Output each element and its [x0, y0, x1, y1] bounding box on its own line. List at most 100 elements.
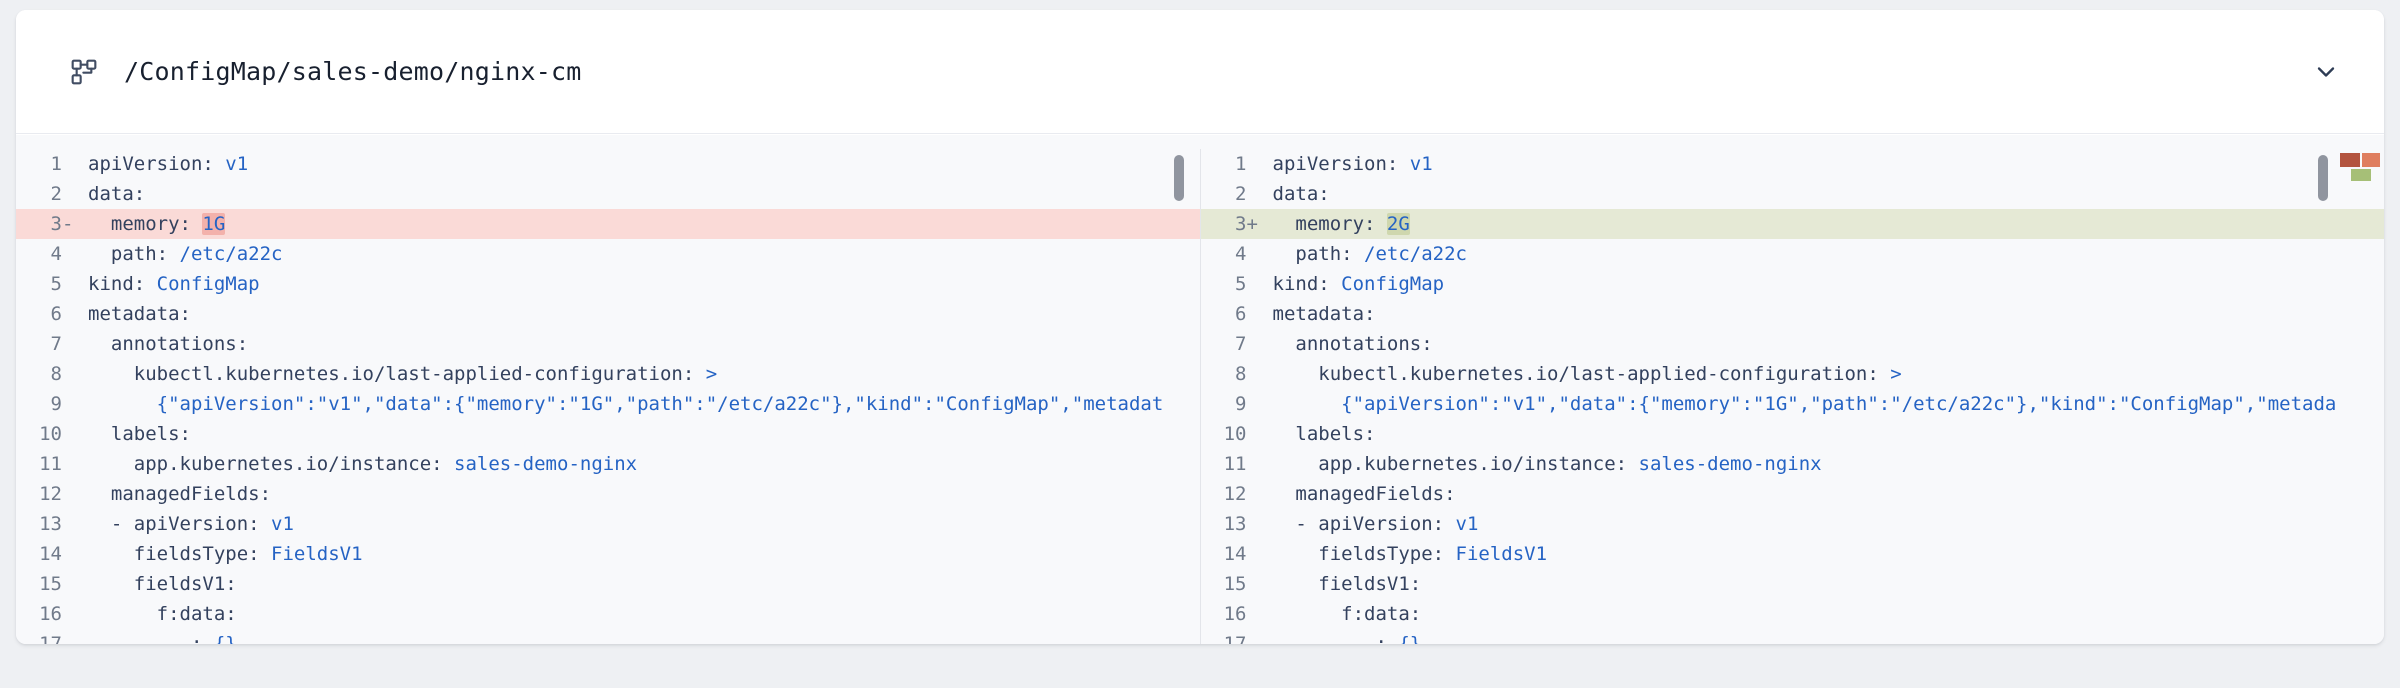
diff-sign [1247, 269, 1273, 299]
code-line-7[interactable]: 7 annotations: [1201, 329, 2385, 359]
line-number: 15 [39, 573, 62, 595]
code-line-4[interactable]: 4 path: /etc/a22c [16, 239, 1200, 269]
diff-sign [62, 179, 88, 209]
line-content: app.kubernetes.io/instance: sales-demo-n… [88, 453, 638, 475]
line-content: {"apiVersion":"v1","data":{"memory":"1G"… [1272, 393, 2337, 415]
line-number: 16 [39, 603, 62, 625]
code-line-16[interactable]: 16 f:data: [1201, 599, 2385, 629]
line-number: 2 [1235, 183, 1247, 205]
line-content: managedFields: [1272, 483, 1456, 505]
code-line-1[interactable]: 1 apiVersion: v1 [16, 149, 1200, 179]
code-line-16[interactable]: 16 f:data: [16, 599, 1200, 629]
line-content: apiVersion: v1 [88, 153, 249, 175]
line-number: 2 [50, 183, 62, 205]
diff-sign [1247, 509, 1273, 539]
line-number: 17 [39, 633, 62, 644]
line-content: kubectl.kubernetes.io/last-applied-confi… [88, 363, 718, 385]
chevron-down-icon [2312, 58, 2340, 86]
diff-sign [1247, 629, 1273, 644]
diff-sign: + [1246, 213, 1258, 235]
code-line-4[interactable]: 4 path: /etc/a22c [1201, 239, 2385, 269]
line-content: kubectl.kubernetes.io/last-applied-confi… [1272, 363, 1902, 385]
line-content: memory: 2G [1272, 213, 1410, 235]
code-line-8[interactable]: 8 kubectl.kubernetes.io/last-applied-con… [1201, 359, 2385, 389]
code-line-13[interactable]: 13 - apiVersion: v1 [16, 509, 1200, 539]
code-line-12[interactable]: 12 managedFields: [16, 479, 1200, 509]
line-content: managedFields: [88, 483, 272, 505]
diff-sign [62, 599, 88, 629]
code-line-10[interactable]: 10 labels: [16, 419, 1200, 449]
line-content: labels: [1272, 423, 1376, 445]
line-content: path: /etc/a22c [88, 243, 283, 265]
code-line-17[interactable]: 17 .: {} [1201, 629, 2385, 644]
line-content: fieldsV1: [1272, 573, 1422, 595]
line-number: 3 [50, 213, 62, 235]
line-number: 11 [39, 453, 62, 475]
code-line-11[interactable]: 11 app.kubernetes.io/instance: sales-dem… [16, 449, 1200, 479]
diff-sign [1247, 539, 1273, 569]
diff-sign [62, 509, 88, 539]
overview-removed-mark [2340, 153, 2360, 167]
configmap-diff-card: /ConfigMap/sales-demo/nginx-cm 1 apiVersi… [16, 10, 2384, 644]
line-number: 7 [1235, 333, 1247, 355]
line-number: 12 [1223, 483, 1247, 505]
diff-sign [62, 569, 88, 599]
line-number: 9 [1235, 393, 1247, 415]
code-line-15[interactable]: 15 fieldsV1: [1201, 569, 2385, 599]
line-number: 1 [50, 153, 62, 175]
line-content: kind: ConfigMap [88, 273, 260, 295]
line-number: 12 [39, 483, 62, 505]
line-content: apiVersion: v1 [1272, 153, 1433, 175]
resource-tree-icon [68, 56, 100, 88]
card-header: /ConfigMap/sales-demo/nginx-cm [16, 10, 2384, 134]
code-line-15[interactable]: 15 fieldsV1: [16, 569, 1200, 599]
diff-sign [1247, 599, 1273, 629]
left-scrollbar-thumb[interactable] [1173, 155, 1184, 201]
code-line-14[interactable]: 14 fieldsType: FieldsV1 [1201, 539, 2385, 569]
code-line-9[interactable]: 9 {"apiVersion":"v1","data":{"memory":"1… [1201, 389, 2385, 419]
line-content: - apiVersion: v1 [1272, 513, 1479, 535]
code-line-7[interactable]: 7 annotations: [16, 329, 1200, 359]
diff-sign [62, 239, 88, 269]
diff-sign: - [62, 213, 74, 235]
code-line-14[interactable]: 14 fieldsType: FieldsV1 [16, 539, 1200, 569]
diff-sign [62, 539, 88, 569]
code-line-9[interactable]: 9 {"apiVersion":"v1","data":{"memory":"1… [16, 389, 1200, 419]
resource-title: /ConfigMap/sales-demo/nginx-cm [124, 57, 582, 86]
line-number: 4 [50, 243, 62, 265]
line-number: 14 [1223, 543, 1247, 565]
line-number: 1 [1235, 153, 1247, 175]
code-line-1[interactable]: 1 apiVersion: v1 [1201, 149, 2385, 179]
line-content: annotations: [88, 333, 249, 355]
diff-sign [62, 629, 88, 644]
code-line-3[interactable]: 3+ memory: 2G [1200, 209, 2384, 239]
code-line-13[interactable]: 13 - apiVersion: v1 [1201, 509, 2385, 539]
code-line-10[interactable]: 10 labels: [1201, 419, 2385, 449]
right-scrollbar-thumb[interactable] [2318, 155, 2328, 201]
line-number: 15 [1223, 573, 1247, 595]
diff-sign [1247, 329, 1273, 359]
code-line-12[interactable]: 12 managedFields: [1201, 479, 2385, 509]
diff-sign [1247, 149, 1273, 179]
line-content: fieldsType: FieldsV1 [1272, 543, 1548, 565]
code-line-17[interactable]: 17 .: {} [16, 629, 1200, 644]
line-content: fieldsType: FieldsV1 [88, 543, 363, 565]
code-line-11[interactable]: 11 app.kubernetes.io/instance: sales-dem… [1201, 449, 2385, 479]
code-line-3[interactable]: 3- memory: 1G [16, 209, 1200, 239]
line-number: 6 [50, 303, 62, 325]
diff-sign [62, 479, 88, 509]
collapse-panel-button[interactable] [2304, 50, 2348, 94]
code-line-8[interactable]: 8 kubectl.kubernetes.io/last-applied-con… [16, 359, 1200, 389]
line-content: f:data: [88, 603, 237, 625]
line-content: fieldsV1: [88, 573, 237, 595]
